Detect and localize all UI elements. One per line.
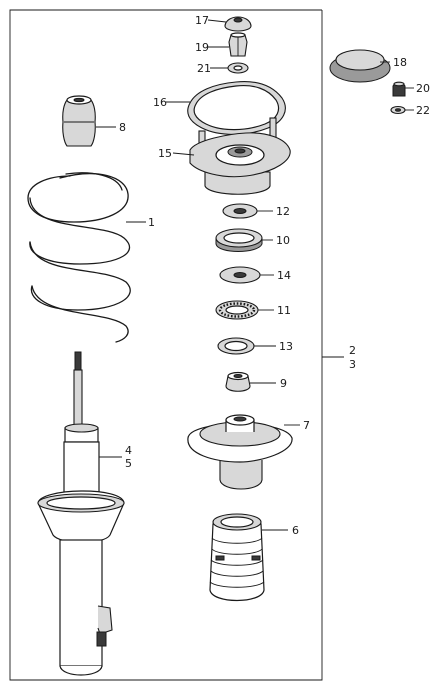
part-6-dust-boot [209,513,265,601]
label-part-9: 9 [280,377,287,390]
part-20-nut [392,81,406,97]
label-part-10: 10 [276,234,290,247]
label-part-12: 12 [276,205,290,218]
label-part-13: 13 [279,340,293,353]
leader-lines [96,19,414,531]
label-part-5: 5 [125,457,132,470]
part-8-bump-rubber [62,95,96,147]
part-22-washer [390,105,406,115]
part-19-nut [228,32,248,57]
part-10-bearing-seat [215,228,263,252]
label-part-17: 17 [195,14,209,27]
label-part-18: 18 [393,56,407,69]
label-part-20: 20 [416,82,430,95]
part-4-5-strut-body [37,351,125,676]
part-11-thrust-bearing [215,300,259,320]
label-part-1: 1 [148,216,155,229]
label-part-7: 7 [303,419,310,432]
part-21-washer [227,62,249,74]
part-18-dust-cover [329,49,391,83]
label-part-14: 14 [277,269,291,282]
part-labels: 17 19 21 16 15 8 1 18 20 22 12 10 14 11 … [119,14,430,537]
label-part-15: 15 [158,147,172,160]
part-17-top-cap [224,16,252,32]
part-1-coil-spring [27,172,131,343]
part-13-ring [217,337,255,355]
label-part-11: 11 [277,304,291,317]
label-part-6: 6 [292,524,299,537]
label-part-16: 16 [153,96,167,109]
part-12-washer [222,203,258,219]
label-part-8: 8 [119,121,126,134]
assembly-boundary [9,9,323,681]
part-14-washer [219,266,261,284]
label-part-3: 3 [349,358,356,371]
part-16-gasket [187,81,286,135]
label-part-4: 4 [125,444,132,457]
part-7-spring-seat [187,414,293,490]
label-part-19: 19 [195,41,209,54]
label-part-2: 2 [349,344,356,357]
part-15-upper-mount [189,117,291,195]
part-9-bushing [225,371,251,392]
label-part-22: 22 [416,104,430,117]
label-part-21: 21 [197,62,211,75]
